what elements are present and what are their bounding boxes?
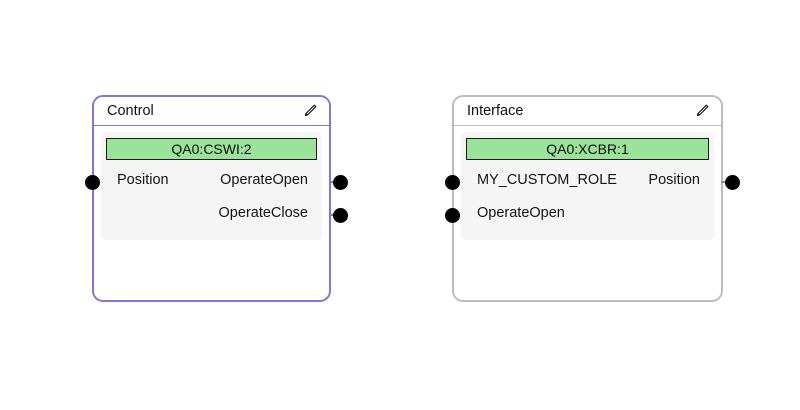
device-label-control[interactable]: QA0:CSWI:2 [106, 138, 317, 160]
output-connector-operateclose[interactable] [333, 208, 348, 223]
input-port-label: Position [117, 172, 169, 189]
node-panel-control: QA0:CSWI:2 Position OperateOpen OperateC… [101, 132, 322, 240]
input-port-label: MY_CUSTOM_ROLE [477, 172, 617, 189]
output-connector-stub [721, 181, 728, 183]
node-interface[interactable]: Interface QA0:XCBR:1 MY_CUSTOM_ROLE Posi… [445, 95, 740, 302]
node-title-interface: Interface [467, 102, 524, 119]
output-port-label: OperateClose [218, 205, 308, 222]
node-title-control: Control [107, 102, 154, 119]
node-header-control[interactable]: Control [94, 97, 329, 126]
output-connector-stub [329, 181, 336, 183]
input-connector-operateopen[interactable] [445, 208, 460, 223]
input-port-label: OperateOpen [477, 205, 565, 222]
node-body-control: QA0:CSWI:2 Position OperateOpen OperateC… [94, 126, 329, 240]
port-row: OperateOpen [461, 197, 714, 230]
pencil-icon[interactable] [694, 103, 710, 119]
node-header-interface[interactable]: Interface [454, 97, 721, 126]
output-connector-position[interactable] [725, 175, 740, 190]
output-connector-operateopen[interactable] [333, 175, 348, 190]
node-panel-interface: QA0:XCBR:1 MY_CUSTOM_ROLE Position Opera… [461, 132, 714, 240]
input-connector-position[interactable] [85, 175, 100, 190]
node-control[interactable]: Control QA0:CSWI:2 Position OperateOpen [85, 95, 348, 302]
output-port-label: Position [648, 172, 700, 189]
device-label-interface[interactable]: QA0:XCBR:1 [466, 138, 709, 160]
port-row: Position OperateOpen [101, 164, 322, 197]
input-connector-my-custom-role[interactable] [445, 175, 460, 190]
pencil-icon[interactable] [302, 103, 318, 119]
node-body-interface: QA0:XCBR:1 MY_CUSTOM_ROLE Position Opera… [454, 126, 721, 240]
output-port-label: OperateOpen [220, 172, 308, 189]
port-row: MY_CUSTOM_ROLE Position [461, 164, 714, 197]
port-row: OperateClose [101, 197, 322, 230]
output-connector-stub [329, 214, 336, 216]
